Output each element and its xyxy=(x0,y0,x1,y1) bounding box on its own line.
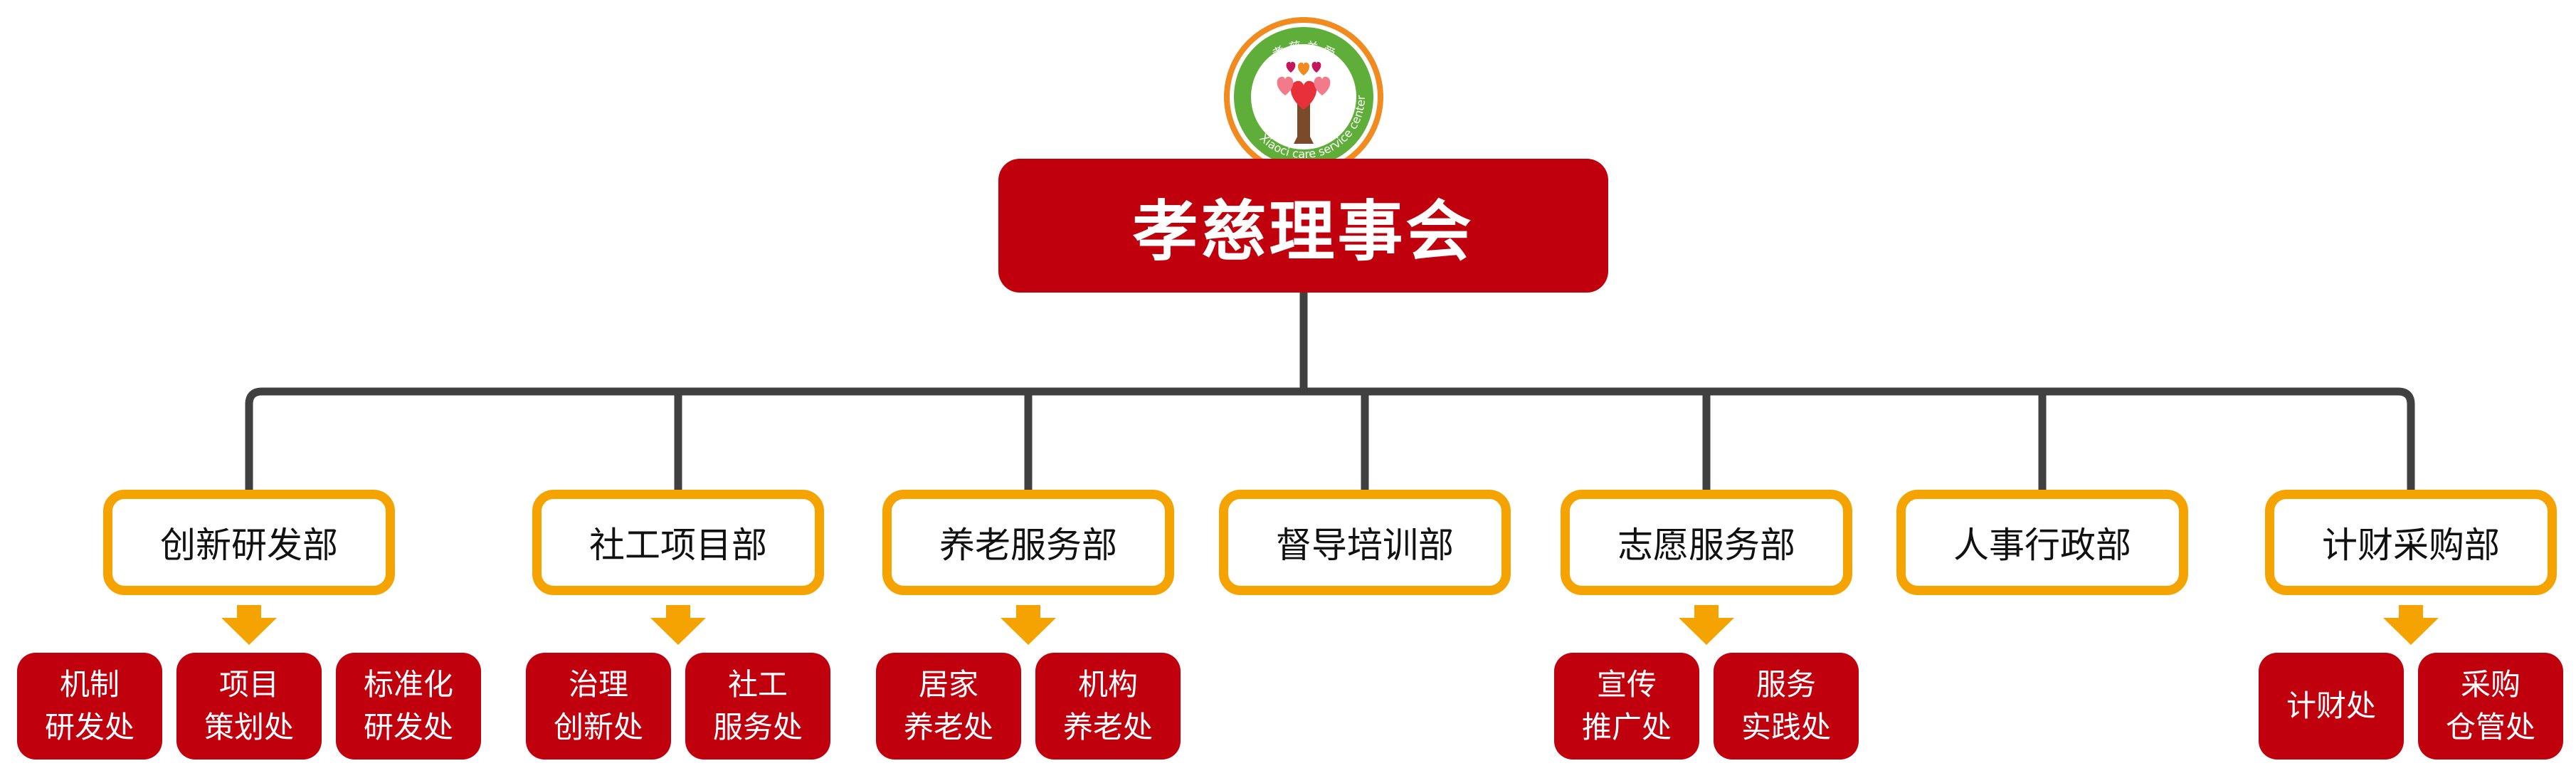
down-arrow-icon xyxy=(1001,605,1056,645)
office-node: 服务实践处 xyxy=(1714,653,1859,760)
office-label-line: 采购 xyxy=(2460,667,2520,702)
office-node: 项目策划处 xyxy=(176,653,322,760)
office-label-line: 机制 xyxy=(59,667,120,702)
department-node: 社工项目部 xyxy=(532,490,824,595)
office-node: 居家养老处 xyxy=(876,653,1021,760)
office-label-line: 实践处 xyxy=(1741,710,1831,745)
connector-path xyxy=(245,387,2415,494)
department-node: 督导培训部 xyxy=(1219,490,1511,595)
department-node: 计财采购部 xyxy=(2265,490,2557,595)
department-node: 养老服务部 xyxy=(882,490,1174,595)
office-node: 采购仓管处 xyxy=(2418,653,2563,760)
office-label-line: 创新处 xyxy=(553,710,643,745)
office-label-line: 养老处 xyxy=(1062,710,1153,745)
office-label-line: 计财处 xyxy=(2286,688,2376,723)
office-label-line: 研发处 xyxy=(363,710,453,745)
office-node: 社工服务处 xyxy=(685,653,830,760)
office-label-line: 研发处 xyxy=(44,710,134,745)
office-label-line: 项目 xyxy=(218,667,279,702)
office-label-line: 推广处 xyxy=(1581,710,1672,745)
office-node: 宣传推广处 xyxy=(1554,653,1699,760)
office-label-line: 服务处 xyxy=(712,710,803,745)
office-label-line: 宣传 xyxy=(1596,667,1657,702)
down-arrow-icon xyxy=(1679,605,1734,645)
department-node: 志愿服务部 xyxy=(1561,490,1852,595)
office-node: 机制研发处 xyxy=(17,653,162,760)
root-node: 孝慈理事会 xyxy=(998,159,1608,293)
down-arrow-icon xyxy=(221,605,277,645)
down-arrow-icon xyxy=(2383,605,2439,645)
office-label-line: 养老处 xyxy=(903,710,993,745)
office-label-line: 居家 xyxy=(918,667,978,702)
office-label-line: 服务 xyxy=(1756,667,1816,702)
office-node: 机构养老处 xyxy=(1035,653,1181,760)
department-node: 创新研发部 xyxy=(103,490,395,595)
down-arrow-icon xyxy=(650,605,706,645)
office-node: 计财处 xyxy=(2259,653,2404,760)
office-label-line: 社工 xyxy=(727,667,788,702)
office-node: 治理创新处 xyxy=(526,653,671,760)
department-node: 人事行政部 xyxy=(1896,490,2188,595)
office-node: 标准化研发处 xyxy=(336,653,481,760)
office-label-line: 策划处 xyxy=(204,710,294,745)
organization-logo: 孝 慈 关 爱 Xiaoci care service center xyxy=(1224,17,1383,177)
office-label-line: 标准化 xyxy=(363,667,453,702)
office-label-line: 治理 xyxy=(568,667,628,702)
office-label-line: 仓管处 xyxy=(2445,710,2535,745)
office-label-line: 机构 xyxy=(1077,667,1138,702)
